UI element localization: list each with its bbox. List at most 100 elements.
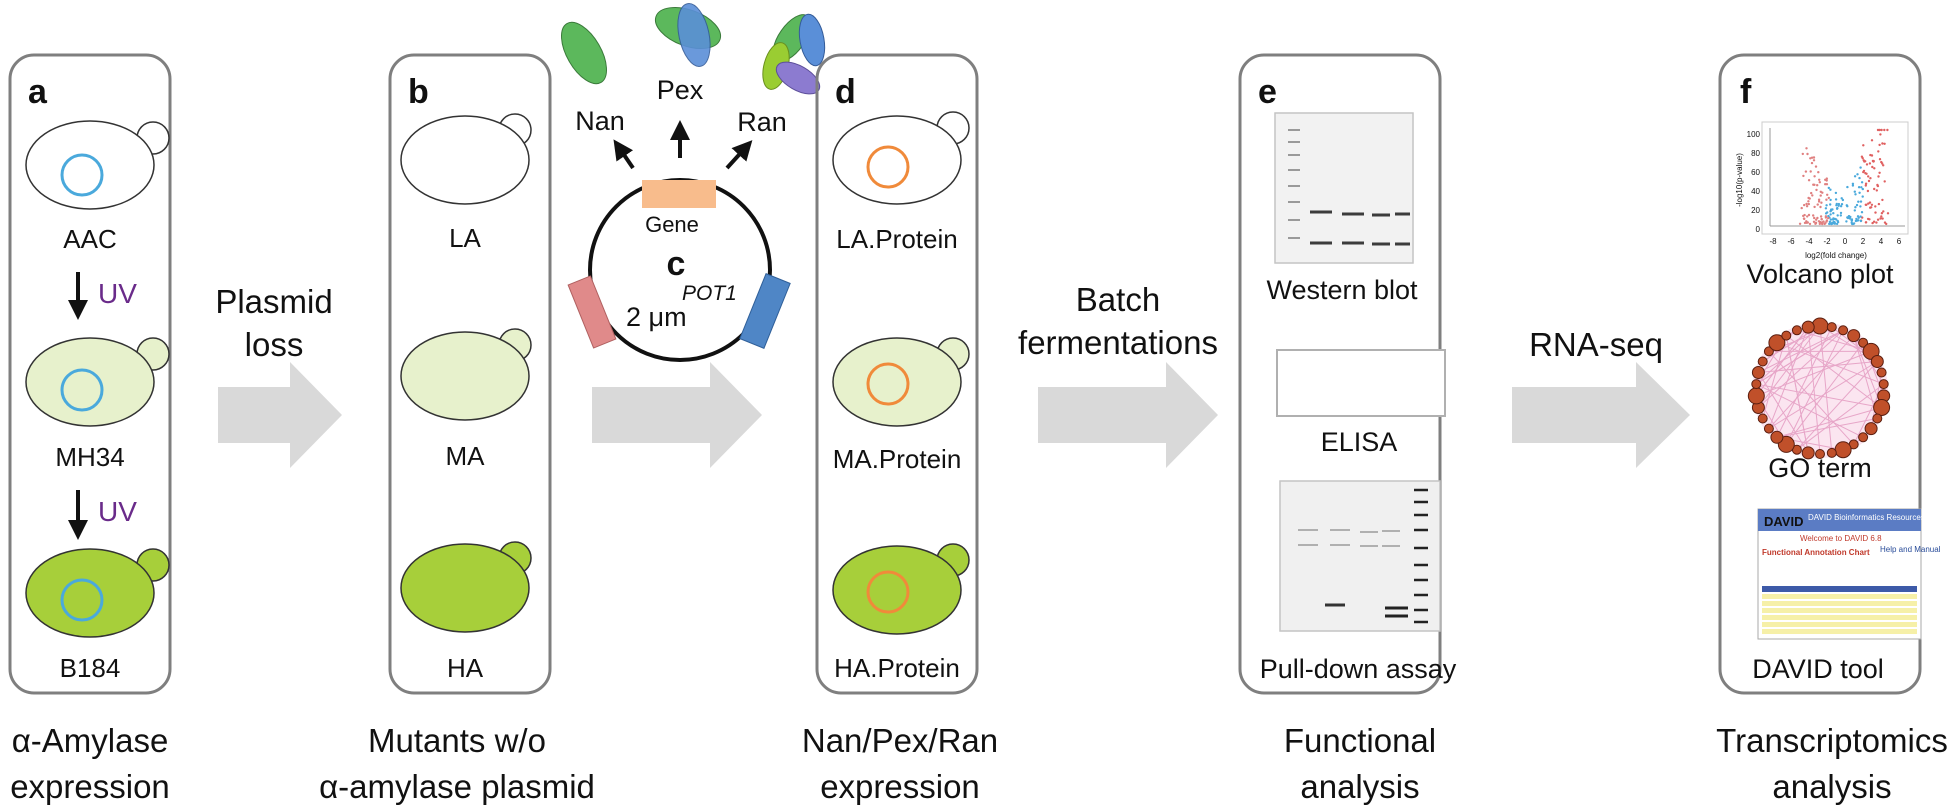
caption-d-line1: Nan/Pex/Ran xyxy=(802,722,998,759)
svg-text:DAVID: DAVID xyxy=(1764,514,1803,529)
volcano-dot xyxy=(1812,183,1815,186)
volcano-dot xyxy=(1824,183,1827,186)
caption-f-line1: Transcriptomics xyxy=(1716,722,1948,759)
arrow-rnaseq: RNA-seq xyxy=(1512,326,1690,468)
volcano-dot xyxy=(1836,220,1840,224)
volcano-dot xyxy=(1886,128,1889,132)
yeast-cell-ma xyxy=(400,328,532,421)
svg-text:4: 4 xyxy=(1879,237,1884,246)
caption-d-line2: expression xyxy=(820,768,980,805)
volcano-dot xyxy=(1829,210,1832,213)
panel-letter-c: c xyxy=(667,245,686,283)
volcano-dot xyxy=(1872,220,1876,223)
volcano-dot xyxy=(1813,205,1816,209)
yeast-cell-ha xyxy=(400,541,532,633)
volcano-dot xyxy=(1804,170,1808,173)
volcano-dot xyxy=(1839,205,1843,208)
volcano-dot xyxy=(1853,209,1857,212)
gray-arrow-2 xyxy=(592,362,762,468)
volcano-dot xyxy=(1806,152,1809,156)
volcano-dot xyxy=(1878,143,1881,147)
protein-label-nan: Nan xyxy=(575,106,625,136)
go-term-network-image xyxy=(1747,317,1891,460)
volcano-dot xyxy=(1874,211,1877,214)
volcano-dot xyxy=(1883,180,1886,183)
go-node xyxy=(1801,320,1815,334)
volcano-plot-image: -log10(p-value) log2(fold change) 0 20 4… xyxy=(1735,121,1909,260)
volcano-dot xyxy=(1824,178,1827,181)
cell-label-la: LA xyxy=(449,223,481,253)
volcano-dot xyxy=(1825,198,1828,201)
panel-e: e Western blot ELISA xyxy=(1238,53,1457,805)
volcano-dot xyxy=(1864,184,1868,187)
arrow-to-ran xyxy=(725,140,753,170)
volcano-dot xyxy=(1845,220,1848,223)
volcano-dot xyxy=(1833,222,1837,225)
cell-label-b184: B184 xyxy=(60,653,121,683)
volcano-dot xyxy=(1831,218,1835,221)
volcano-dot xyxy=(1812,159,1816,162)
volcano-dot xyxy=(1867,179,1871,183)
volcano-dot xyxy=(1877,150,1880,153)
volcano-dot xyxy=(1860,155,1864,158)
svg-text:40: 40 xyxy=(1751,187,1760,196)
cell-label-ha: HA xyxy=(447,653,484,683)
assay-label-western: Western blot xyxy=(1266,275,1418,305)
volcano-dot xyxy=(1852,222,1855,226)
volcano-dot xyxy=(1816,184,1819,187)
panel-letter-a: a xyxy=(28,73,48,111)
go-edge xyxy=(1768,326,1809,429)
volcano-dot xyxy=(1865,163,1869,166)
volcano-dot xyxy=(1881,142,1884,145)
volcano-dot xyxy=(1855,217,1858,221)
cell-label-ma: MA xyxy=(446,441,486,471)
volcano-dot xyxy=(1819,215,1823,218)
volcano-dot xyxy=(1885,222,1888,226)
arrow-label-batch: Batch xyxy=(1076,281,1160,318)
go-node xyxy=(1763,423,1774,434)
volcano-dot xyxy=(1800,206,1803,210)
volcano-dot xyxy=(1828,222,1831,226)
volcano-dot xyxy=(1860,181,1864,184)
volcano-dot xyxy=(1809,170,1812,173)
volcano-dot xyxy=(1871,221,1874,225)
volcano-dot xyxy=(1819,190,1823,193)
volcano-dot xyxy=(1875,221,1878,224)
volcano-dot xyxy=(1858,176,1861,180)
volcano-dot xyxy=(1846,205,1849,208)
volcano-dot xyxy=(1836,214,1839,217)
volcano-dot xyxy=(1829,188,1832,191)
svg-text:log2(fold change): log2(fold change) xyxy=(1805,251,1867,260)
volcano-dot xyxy=(1876,218,1880,221)
volcano-dot xyxy=(1818,181,1822,184)
plasmid-ring xyxy=(866,145,910,189)
volcano-dot xyxy=(1861,195,1864,198)
arrow-label-fermentations: fermentations xyxy=(1018,324,1218,361)
volcano-dot xyxy=(1880,212,1884,215)
volcano-dot xyxy=(1826,211,1829,214)
volcano-dot xyxy=(1810,191,1813,195)
volcano-dot xyxy=(1807,179,1811,182)
gray-arrow-4 xyxy=(1512,362,1690,468)
output-label-volcano: Volcano plot xyxy=(1746,259,1894,289)
go-node xyxy=(1864,422,1878,436)
go-node xyxy=(1763,346,1774,357)
volcano-dot xyxy=(1807,213,1811,217)
volcano-dot xyxy=(1829,198,1832,202)
svg-text:60: 60 xyxy=(1751,168,1760,177)
volcano-dot xyxy=(1829,203,1832,206)
protein-pex-icon xyxy=(654,3,722,67)
volcano-dot xyxy=(1807,202,1811,206)
volcano-dot xyxy=(1855,203,1859,207)
yeast-cell-aac xyxy=(25,120,170,210)
panel-b-frame xyxy=(388,53,552,695)
panel-letter-b: b xyxy=(408,73,429,111)
volcano-dot xyxy=(1883,142,1886,145)
go-edge xyxy=(1756,350,1872,397)
go-node xyxy=(1878,379,1889,390)
uv-label-2: UV xyxy=(98,496,137,527)
panel-f-frame xyxy=(1718,53,1922,695)
volcano-dot xyxy=(1846,216,1850,220)
volcano-dot xyxy=(1841,198,1845,202)
volcano-dot xyxy=(1868,218,1871,221)
